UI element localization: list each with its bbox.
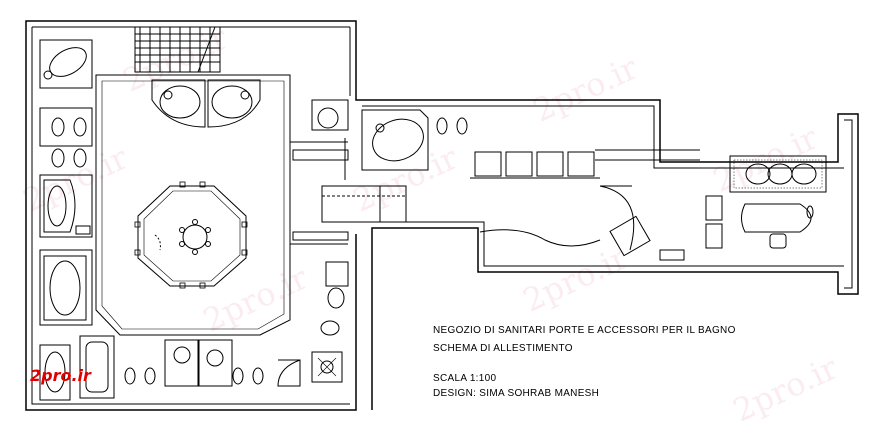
scale-label: SCALA 1:100: [433, 373, 497, 384]
display-floor: [95, 74, 291, 336]
right-wall-fixtures: [290, 99, 349, 336]
site-logo: 2pro.ir: [30, 366, 91, 385]
display-carpet: [729, 155, 827, 249]
project-title: NEGOZIO DI SANITARI PORTE E ACCESSORI PE…: [433, 325, 736, 336]
right-wing-fixtures: [361, 109, 723, 261]
drawing-subtitle: SCHEMA DI ALLESTIMENTO: [433, 343, 573, 354]
outer-walls: [25, 20, 859, 411]
staircase: [134, 26, 221, 73]
left-wall-fixtures: [39, 39, 93, 401]
corridor: [321, 185, 407, 223]
designer-label: DESIGN: SIMA SOHRAB MANESH: [433, 388, 600, 399]
octagonal-stand: [134, 181, 248, 289]
bottom-row-fixtures: [79, 335, 343, 399]
corner-bathtubs: [151, 79, 261, 128]
